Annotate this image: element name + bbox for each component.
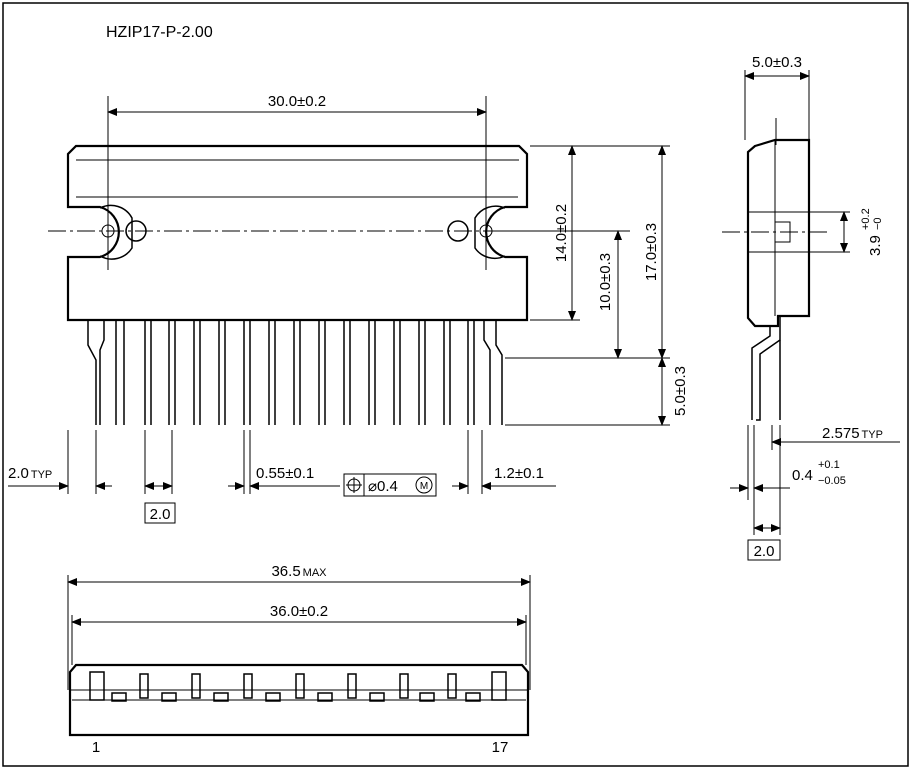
dim-20-front-box — [144, 502, 176, 524]
bottom-lead-stubs — [89, 671, 507, 702]
dim-5-lead-label: 5.0±0.3 — [672, 366, 689, 416]
bottom-body — [68, 663, 530, 737]
dim-055-label: 0.55±0.1 — [256, 465, 314, 482]
position-tolerance-frame: ⌀0.4 M — [343, 473, 437, 497]
lead-pins — [87, 320, 503, 425]
package-title: HZIP17-P-2.00 — [106, 24, 213, 41]
mmc-symbol-label: M — [420, 481, 428, 492]
dim-04-tol-up: +0.1 — [818, 459, 840, 471]
dim-39-label-group: 3.9 +0.2 −0 — [860, 208, 884, 256]
pin-1-label: 1 — [92, 739, 100, 756]
package-body — [66, 144, 529, 322]
dim-14-label: 14.0±0.2 — [553, 204, 570, 262]
dim-30-label: 30.0±0.2 — [268, 93, 326, 110]
position-tolerance-value: ⌀0.4 — [368, 478, 398, 495]
mmc-symbol-icon — [415, 476, 433, 494]
dim-39-tol-up: +0.2 — [860, 208, 872, 230]
dim-04-tol-dn: −0.05 — [818, 475, 846, 487]
dim-39-tol-dn: −0 — [872, 217, 884, 230]
dim-side-5-label: 5.0±0.3 — [752, 54, 802, 71]
front-view: 30.0±0.2 14.0±0.2 — [8, 93, 689, 524]
dim-04-label: 0.4 — [792, 467, 813, 484]
side-body — [746, 138, 811, 328]
side-lead — [751, 316, 781, 421]
dim-20-side-label: 2.0 — [754, 543, 775, 560]
dim-10-label: 10.0±0.3 — [597, 253, 614, 311]
pin-17-label: 17 — [492, 739, 509, 756]
dim-17-label: 17.0±0.3 — [643, 223, 660, 281]
left-mounting-hole — [99, 204, 147, 260]
dim-20-side-box — [747, 539, 781, 561]
dim-360-label: 36.0±0.2 — [270, 603, 328, 620]
right-mounting-hole — [447, 205, 506, 260]
dim-39-label: 3.9 — [867, 235, 884, 256]
dim-12-label: 1.2±0.1 — [494, 465, 544, 482]
dim-20-front-label: 2.0 — [150, 506, 171, 523]
